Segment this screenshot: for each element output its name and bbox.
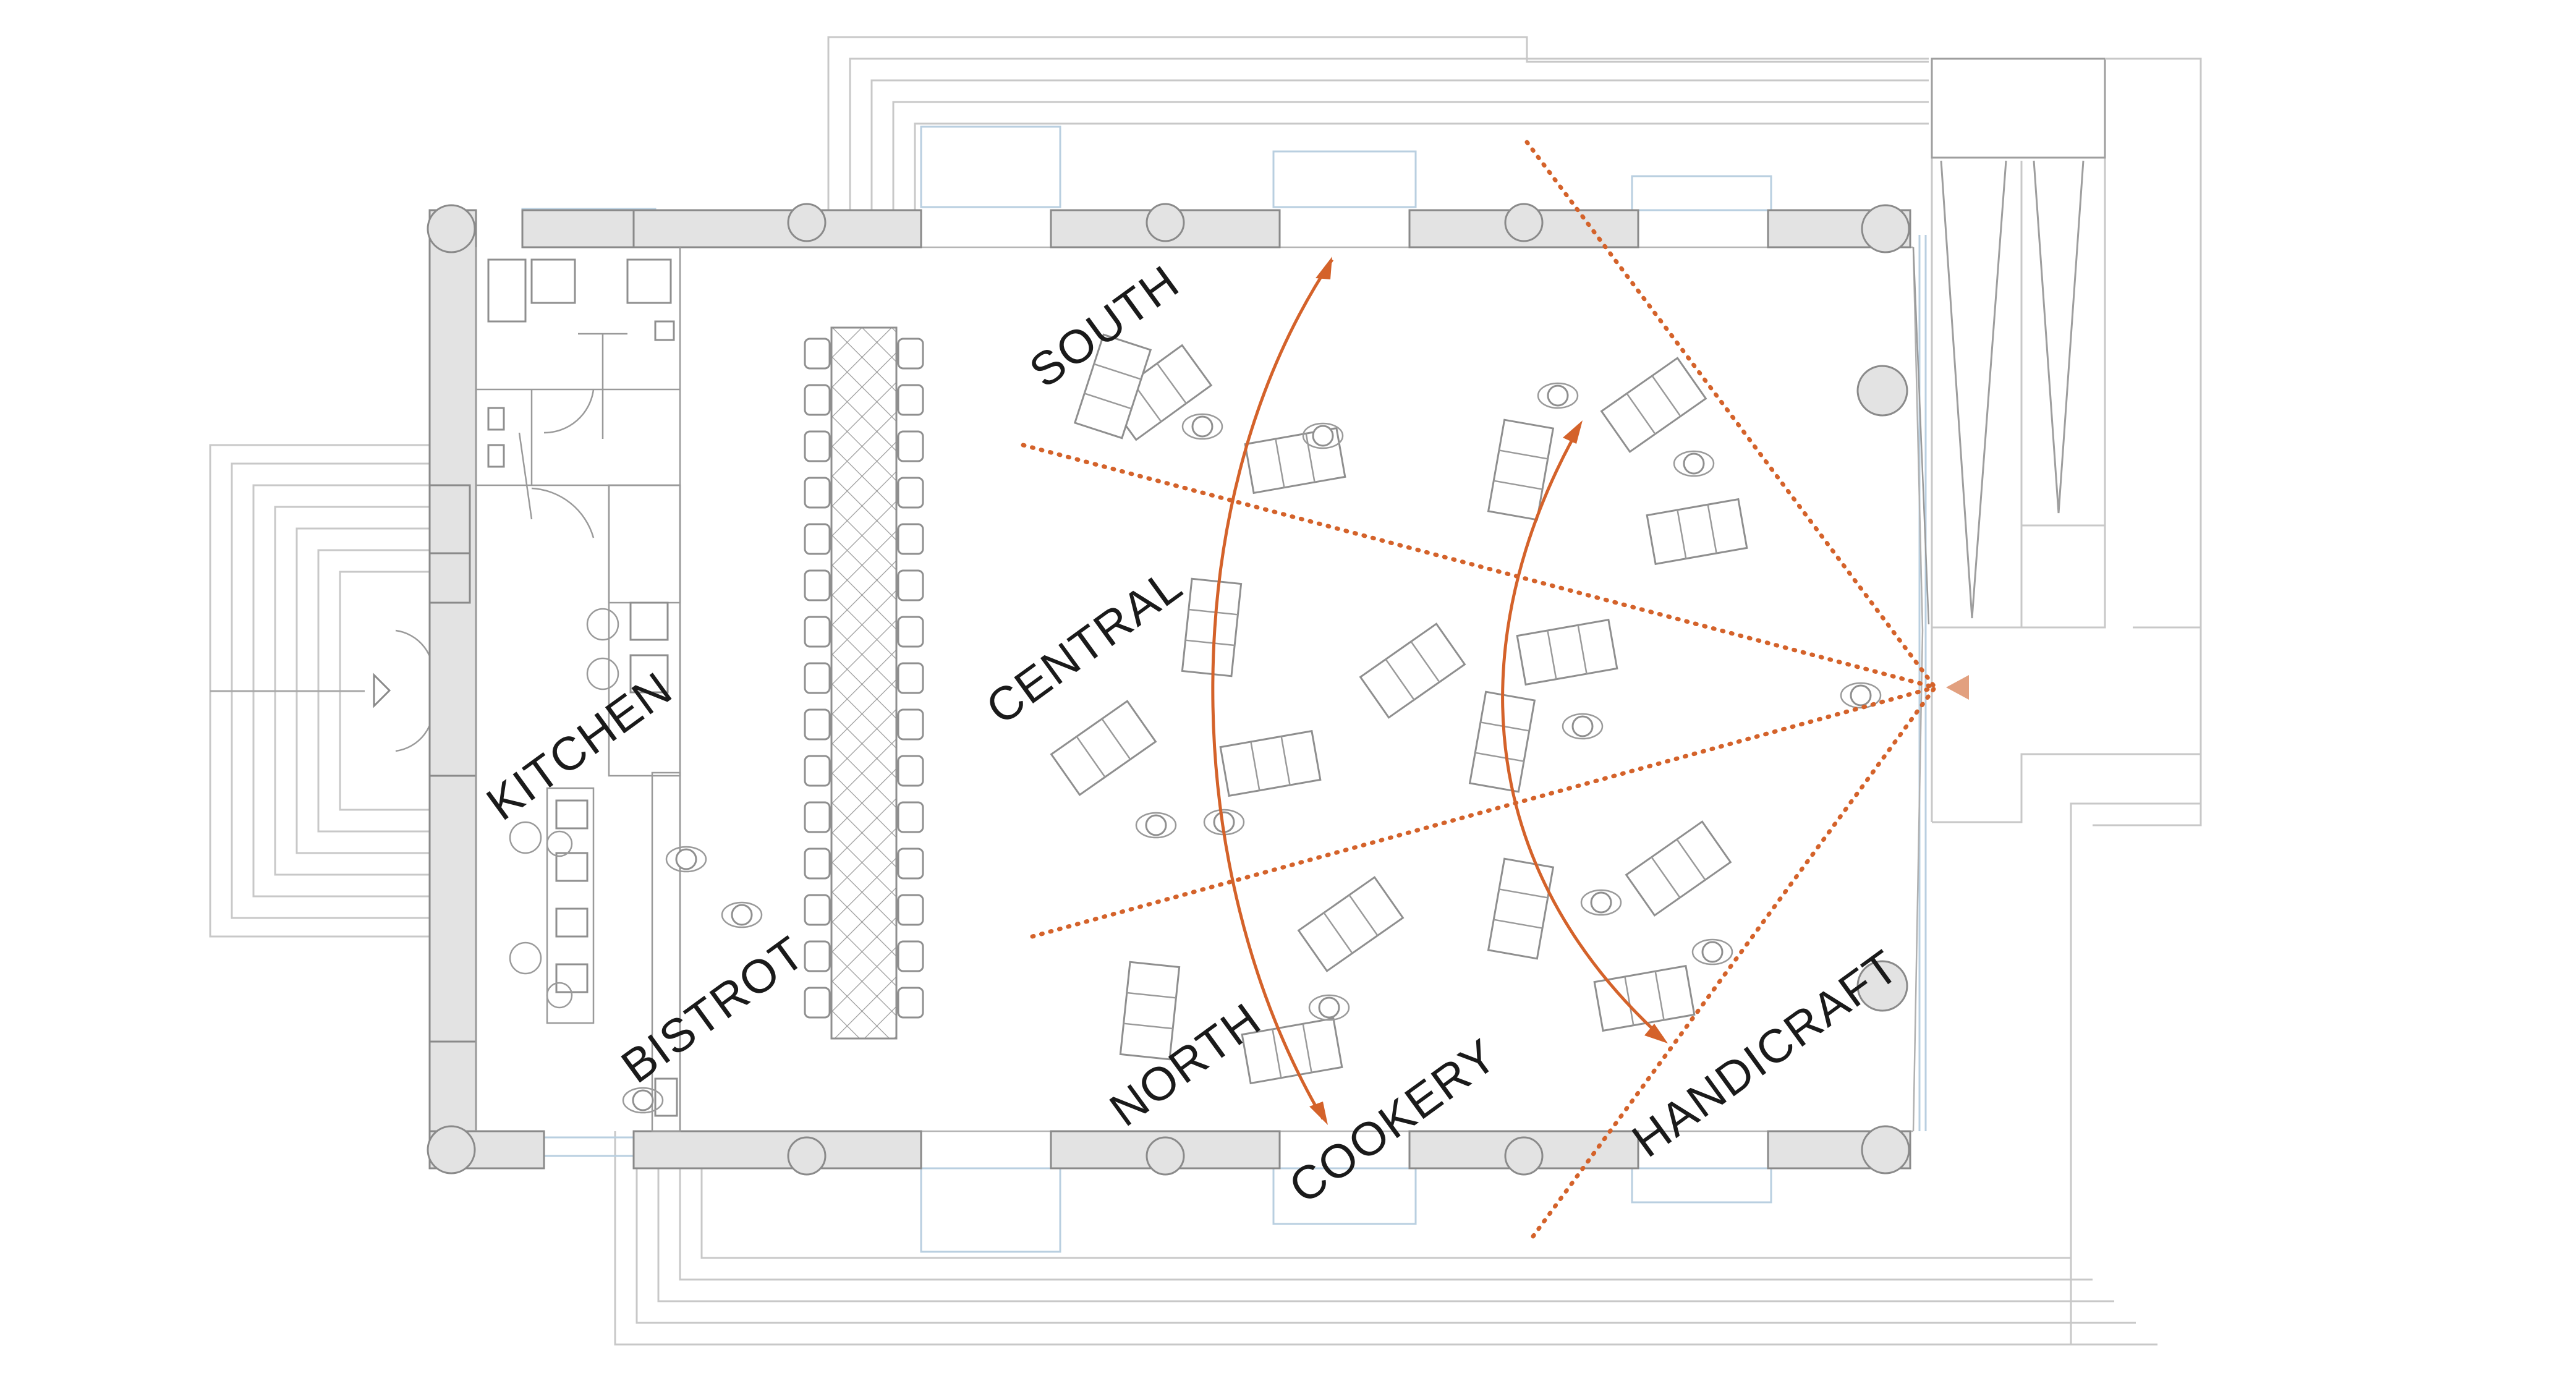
bistrot-chair bbox=[804, 894, 831, 926]
bistrot-chair bbox=[804, 523, 831, 555]
person-figure bbox=[1673, 450, 1715, 477]
display-table bbox=[1219, 729, 1322, 797]
person-figure bbox=[1203, 809, 1245, 836]
display-table bbox=[1625, 820, 1732, 917]
bistrot-chair bbox=[804, 801, 831, 833]
display-tables bbox=[622, 333, 1882, 1114]
kitchen-block bbox=[475, 247, 681, 1132]
bistrot-chair bbox=[804, 477, 831, 509]
display-table bbox=[1516, 618, 1618, 686]
bistrot-chair bbox=[804, 847, 831, 880]
terrace-bottom bbox=[614, 1131, 2157, 1346]
bistrot-chair bbox=[897, 987, 924, 1019]
bistrot-chair bbox=[804, 662, 831, 694]
display-table bbox=[1359, 622, 1466, 719]
bistrot-chair bbox=[897, 755, 924, 787]
building-walls bbox=[427, 203, 1930, 1176]
bistrot-chair bbox=[897, 940, 924, 972]
display-table bbox=[1181, 577, 1243, 677]
bistrot-chair bbox=[804, 430, 831, 462]
bistrot-chair bbox=[804, 987, 831, 1019]
person-figure bbox=[1840, 682, 1882, 709]
display-table bbox=[1646, 498, 1748, 566]
bistrot-table bbox=[804, 326, 924, 1040]
person-figure bbox=[1308, 994, 1350, 1021]
person-figure bbox=[665, 846, 707, 873]
bistrot-chair bbox=[897, 662, 924, 694]
display-table bbox=[1297, 876, 1405, 972]
bistrot-chair bbox=[897, 384, 924, 416]
zone-dividers bbox=[1021, 140, 1937, 1239]
bistrot-chair bbox=[897, 801, 924, 833]
bistrot-chair bbox=[804, 569, 831, 601]
display-table bbox=[1073, 333, 1152, 440]
bistrot-chair bbox=[897, 847, 924, 880]
bistrot-chair bbox=[804, 616, 831, 648]
bistrot-chair bbox=[897, 523, 924, 555]
bistrot-chair bbox=[804, 384, 831, 416]
display-table bbox=[1241, 1017, 1343, 1085]
display-table bbox=[1119, 961, 1181, 1061]
bistrot-chair bbox=[804, 338, 831, 370]
person-figure bbox=[1580, 889, 1622, 916]
display-table bbox=[1487, 857, 1555, 960]
terrace-right bbox=[1931, 57, 2202, 1344]
terrace-left-steps bbox=[209, 444, 434, 938]
zone-label-central: CENTRAL bbox=[977, 558, 1192, 735]
bistrot-chair bbox=[897, 569, 924, 601]
bistrot-chair bbox=[897, 430, 924, 462]
display-table bbox=[1050, 700, 1157, 796]
person-figure bbox=[1691, 938, 1733, 966]
person-figure bbox=[1302, 422, 1344, 449]
display-table bbox=[1600, 357, 1707, 453]
bistrot-chair bbox=[897, 477, 924, 509]
zone-label-bistrot: BISTROT bbox=[612, 926, 815, 1094]
bistrot-chair bbox=[897, 708, 924, 741]
entrance-arrow-icon bbox=[373, 673, 391, 708]
bistrot-chair bbox=[804, 708, 831, 741]
person-figure bbox=[1181, 413, 1223, 440]
bistrot-chair bbox=[897, 616, 924, 648]
terrace-top bbox=[827, 36, 1929, 210]
triangle-marker-icon bbox=[1946, 675, 1969, 700]
person-figure bbox=[721, 901, 763, 928]
person-figure bbox=[1537, 382, 1579, 409]
display-table bbox=[1487, 418, 1555, 521]
person-figure bbox=[1562, 713, 1604, 740]
circulation-arcs bbox=[1211, 257, 1668, 1125]
bistrot-chair bbox=[897, 894, 924, 926]
display-table bbox=[1593, 964, 1696, 1032]
bistrot-chair bbox=[804, 755, 831, 787]
person-figure bbox=[622, 1087, 664, 1114]
person-figure bbox=[1135, 812, 1177, 839]
bistrot-chair bbox=[804, 940, 831, 972]
bistrot-chair bbox=[897, 338, 924, 370]
display-table bbox=[1468, 690, 1536, 793]
